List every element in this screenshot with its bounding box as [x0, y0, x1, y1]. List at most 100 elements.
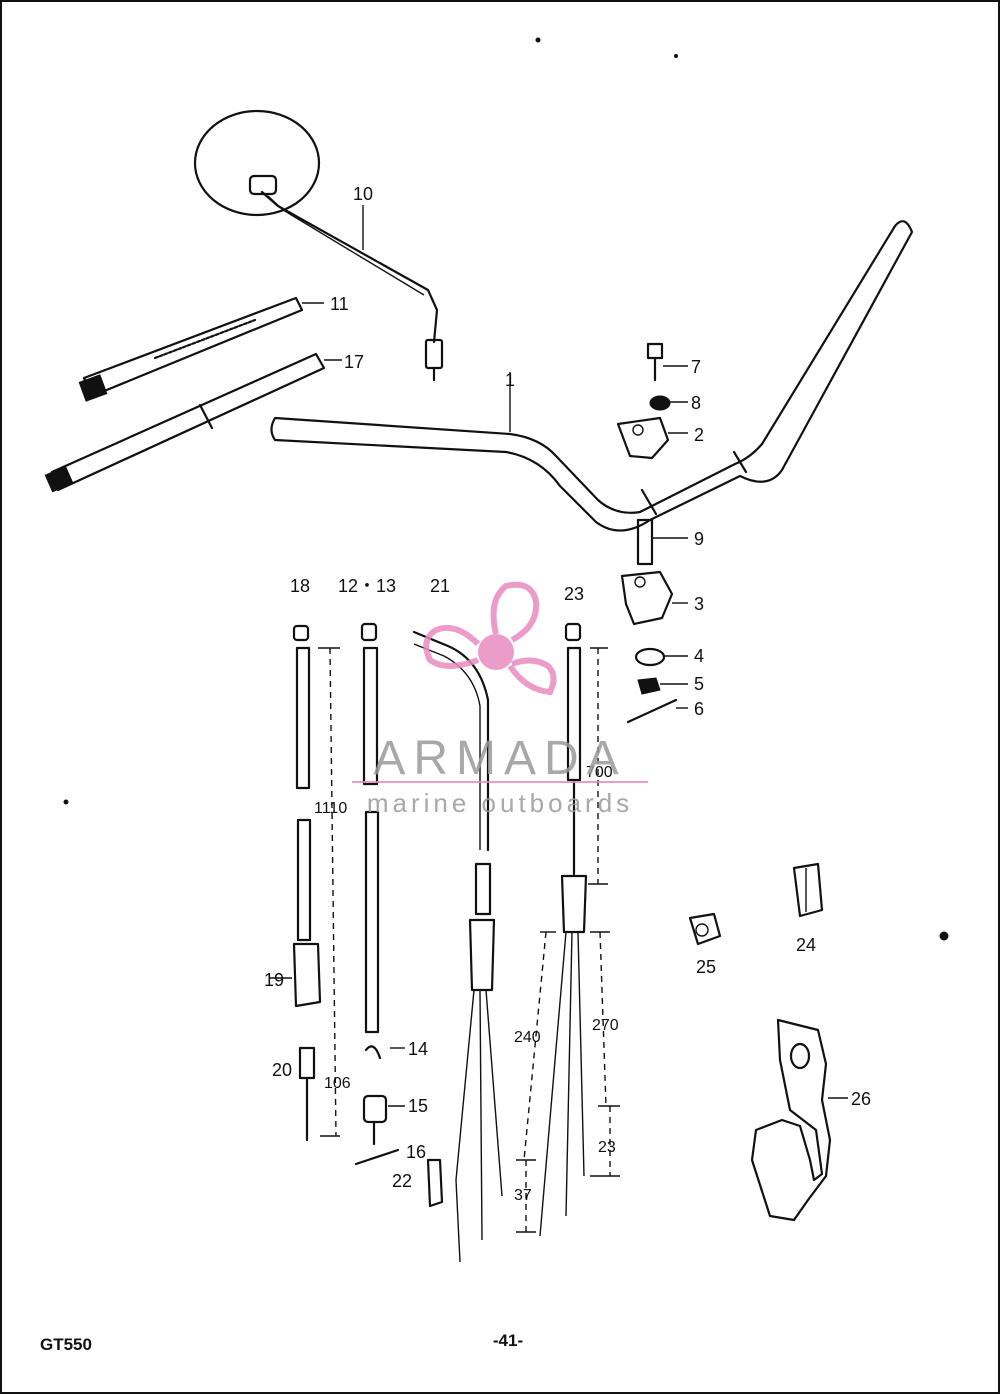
label-part-14: 14 [408, 1039, 428, 1059]
label-part-18: 18 [290, 576, 310, 596]
cable-18 [270, 624, 340, 1142]
propeller-blade-right [507, 657, 557, 696]
label-part-10: 10 [353, 184, 373, 204]
dim-label-1110: 1110 [314, 800, 347, 817]
label-part-24: 24 [796, 935, 816, 955]
label-part-1: 1 [505, 370, 515, 390]
dim-1110-line [329, 647, 337, 1137]
label-part-12-13: 12・13 [338, 576, 396, 596]
clips [688, 862, 824, 946]
label-part-8: 8 [691, 393, 701, 413]
cable-21-upper [412, 630, 490, 852]
cable-12-13 [354, 622, 405, 1166]
mirror-assembly [193, 109, 444, 382]
cable-23-branch-a [539, 931, 567, 1237]
adjuster-19 [292, 942, 322, 1008]
pin-16 [354, 1148, 400, 1166]
label-part-5: 5 [694, 674, 704, 694]
propeller-blade-left [423, 624, 481, 669]
washer-4 [634, 647, 666, 667]
dim-240-line [523, 931, 547, 1161]
cable-12-13-lower [364, 810, 380, 1034]
mirror-stem-inner [267, 195, 425, 296]
mirror-stem [260, 190, 439, 344]
cable-21-branch-c [485, 989, 503, 1197]
cable-21-branch-a [455, 989, 475, 1263]
mirror-joint [248, 174, 278, 196]
label-part-7: 7 [691, 357, 701, 377]
bracket-26 [750, 1018, 848, 1222]
grip-17 [44, 352, 342, 493]
cable-23-junction [560, 874, 588, 934]
dim-label-106: 106 [324, 1075, 351, 1092]
cable-21 [412, 630, 503, 1263]
bolt-7-head [646, 342, 664, 360]
clamp-upper-2-hole [632, 424, 644, 436]
cable-21-sleeve [474, 862, 492, 916]
dim-label-240: 240 [514, 1029, 541, 1046]
speck [63, 799, 69, 805]
mirror-head [193, 109, 321, 217]
label-part-4: 4 [694, 646, 704, 666]
clamp-lower-3 [620, 570, 674, 626]
bracket-26-body [750, 1018, 832, 1222]
grip-17-end [44, 465, 74, 493]
bolt-9 [636, 518, 654, 566]
grip-11-pattern [153, 318, 257, 360]
cable-18-end [292, 624, 310, 642]
bracket-26-hole [789, 1042, 811, 1070]
speck [674, 54, 678, 58]
handlebar-knurl-left [640, 488, 658, 516]
cable-12-13-end [360, 622, 378, 642]
washer-8 [649, 395, 671, 411]
label-part-19: 19 [264, 970, 284, 990]
clip-24 [792, 862, 824, 918]
propeller-hub [478, 634, 514, 670]
label-part-20: 20 [272, 1060, 292, 1080]
label-part-9: 9 [694, 529, 704, 549]
label-part-22: 22 [392, 1171, 412, 1191]
cable-23-branch-b [565, 931, 573, 1217]
propeller-blade-top [490, 581, 540, 643]
label-part-26: 26 [851, 1089, 871, 1109]
label-part-25: 25 [696, 957, 716, 977]
label-part-17: 17 [344, 352, 364, 372]
cable-21-branch-b [479, 989, 483, 1241]
grip-11-body [82, 296, 304, 398]
label-part-3: 3 [694, 594, 704, 614]
dim-label-37: 37 [514, 1187, 532, 1204]
cable-18-upper [295, 646, 311, 790]
mirror-nut [424, 338, 444, 370]
label-part-15: 15 [408, 1096, 428, 1116]
speck [535, 37, 541, 43]
label-part-2: 2 [694, 425, 704, 445]
cable-23-branch-c [577, 931, 585, 1177]
clip-25 [688, 912, 722, 946]
grip-11-end [78, 374, 108, 402]
cable-18-lower [296, 818, 312, 942]
label-part-6: 6 [694, 699, 704, 719]
watermark-brand: ARMADA [373, 732, 626, 785]
nut-5 [637, 677, 661, 695]
handlebar-body [270, 220, 914, 532]
clamp-lower-3-hole [634, 576, 646, 588]
label-part-21: 21 [430, 576, 450, 596]
grip-11 [78, 296, 324, 402]
handlebar [270, 220, 914, 532]
cable-21-upper-inner [413, 643, 481, 850]
footer-page-number: -41- [493, 1331, 523, 1350]
watermark-tagline: marine outboards [367, 788, 633, 818]
pin-6 [626, 698, 678, 724]
cap-22 [426, 1158, 444, 1208]
cable-23-end [564, 622, 582, 642]
watermark: ARMADA marine outboards [352, 581, 648, 818]
spring-14 [364, 1045, 382, 1060]
speck [939, 931, 949, 941]
label-part-23: 23 [564, 584, 584, 604]
clip-25-hole [695, 923, 709, 937]
clamp-upper-2 [616, 416, 670, 460]
dim-label-23: 23 [598, 1139, 616, 1156]
grip-17-collar [198, 403, 214, 430]
